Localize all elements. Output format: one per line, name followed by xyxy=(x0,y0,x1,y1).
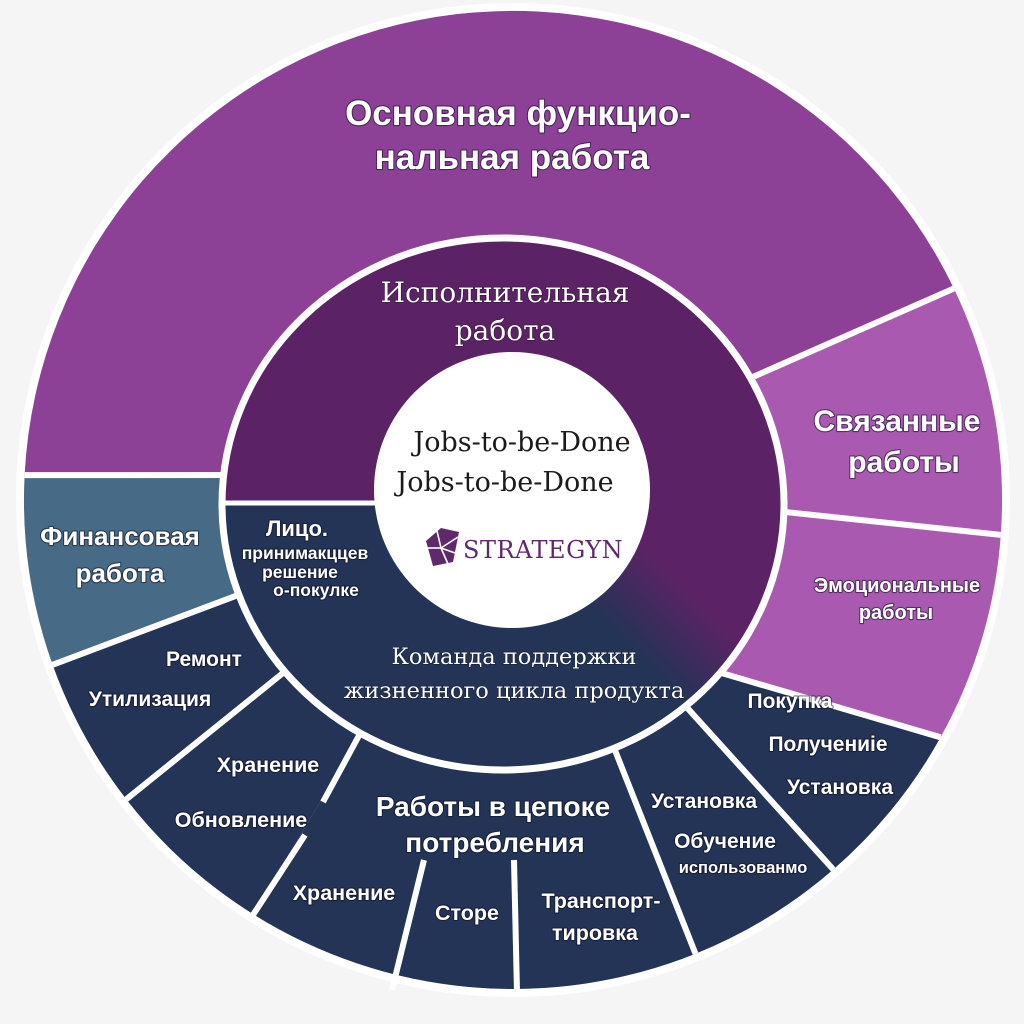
sector-divider xyxy=(606,734,699,955)
sector-divider xyxy=(51,586,254,668)
chain-step-training: Обучение xyxy=(674,830,776,853)
financial-job-label-line-2: работа xyxy=(76,558,165,588)
core-job-label-line-1: Основная функцио- xyxy=(345,94,691,133)
chain-step-update: Обновление xyxy=(175,808,308,832)
strategyn-logo-text: STRATEGYN xyxy=(463,536,623,564)
logo-crack xyxy=(436,530,442,549)
lifecycle-team-label-line-2: жизненного цикла продукта xyxy=(344,678,685,704)
chain-step-receive: Получениіе xyxy=(768,733,887,756)
center-title-line-1: Jobs-to-be-Done xyxy=(410,427,630,458)
decision-maker-label-line-3: решение xyxy=(262,562,338,582)
emotional-jobs-label-line-1: Эмоциональные xyxy=(814,575,980,597)
financial-job-label-line-1: Финансовая xyxy=(40,521,200,551)
chain-step-storage: Хранение xyxy=(293,881,396,905)
strategyn-logo: STRATEGYN xyxy=(426,528,623,566)
center-title-line-2: Jobs-to-be-Done xyxy=(393,467,613,498)
decision-maker-label-line-2: принимакццев xyxy=(242,543,369,563)
executive-job-label-line-2: работа xyxy=(455,314,556,347)
sector-divider xyxy=(768,507,1002,538)
emotional-jobs-label-line-2: работы xyxy=(859,602,933,624)
sub-divider-store-transport xyxy=(511,859,520,993)
consumption-chain-title-line-1: Работы в цепоке xyxy=(376,791,610,822)
decision-maker-label-line-4: о-покулке xyxy=(273,580,359,600)
lifecycle-team-label-line-1: Команда поддержки xyxy=(391,644,636,670)
sector-divider xyxy=(320,728,365,804)
chain-step-training-usage: использованмо xyxy=(679,859,808,877)
consumption-chain-title-line-2: потребления xyxy=(405,827,584,858)
related-jobs-label-line-1: Связанные xyxy=(814,405,981,438)
decision-maker-label-line-1: Лицо. xyxy=(266,516,328,541)
chain-step-install-2: Установка xyxy=(651,790,757,813)
executive-job-label-line-1: Исполнительная xyxy=(381,276,630,309)
related-jobs-label-line-2: работы xyxy=(848,446,959,479)
sector-divider xyxy=(735,285,956,387)
logo-crack xyxy=(440,547,449,565)
chain-step-transport-line-2: тировка xyxy=(552,921,639,945)
chain-step-repair: Ремонт xyxy=(166,648,242,671)
sector-divider xyxy=(703,665,942,741)
sector-purchase-receive-install xyxy=(513,500,941,870)
chain-step-store: Сторе xyxy=(435,901,499,925)
chain-step-storage-2: Хранение xyxy=(217,753,320,777)
logo-crack xyxy=(440,536,459,549)
sector-divider xyxy=(250,833,308,917)
sub-divider-storage-store xyxy=(389,859,427,991)
sector-divider xyxy=(124,660,298,802)
chain-step-transport-line-1: Транспорт- xyxy=(541,889,660,913)
sector-divider xyxy=(673,693,836,872)
chain-step-install: Установка xyxy=(787,776,893,799)
sector-dividers xyxy=(24,285,1002,993)
chain-step-purchase: Покупка xyxy=(748,690,833,713)
strategyn-logo-icon xyxy=(426,528,459,566)
chain-step-disposal: Утилизация xyxy=(89,688,211,711)
logo-crack xyxy=(440,547,456,554)
core-job-label-line-2: нальная работа xyxy=(375,138,650,177)
